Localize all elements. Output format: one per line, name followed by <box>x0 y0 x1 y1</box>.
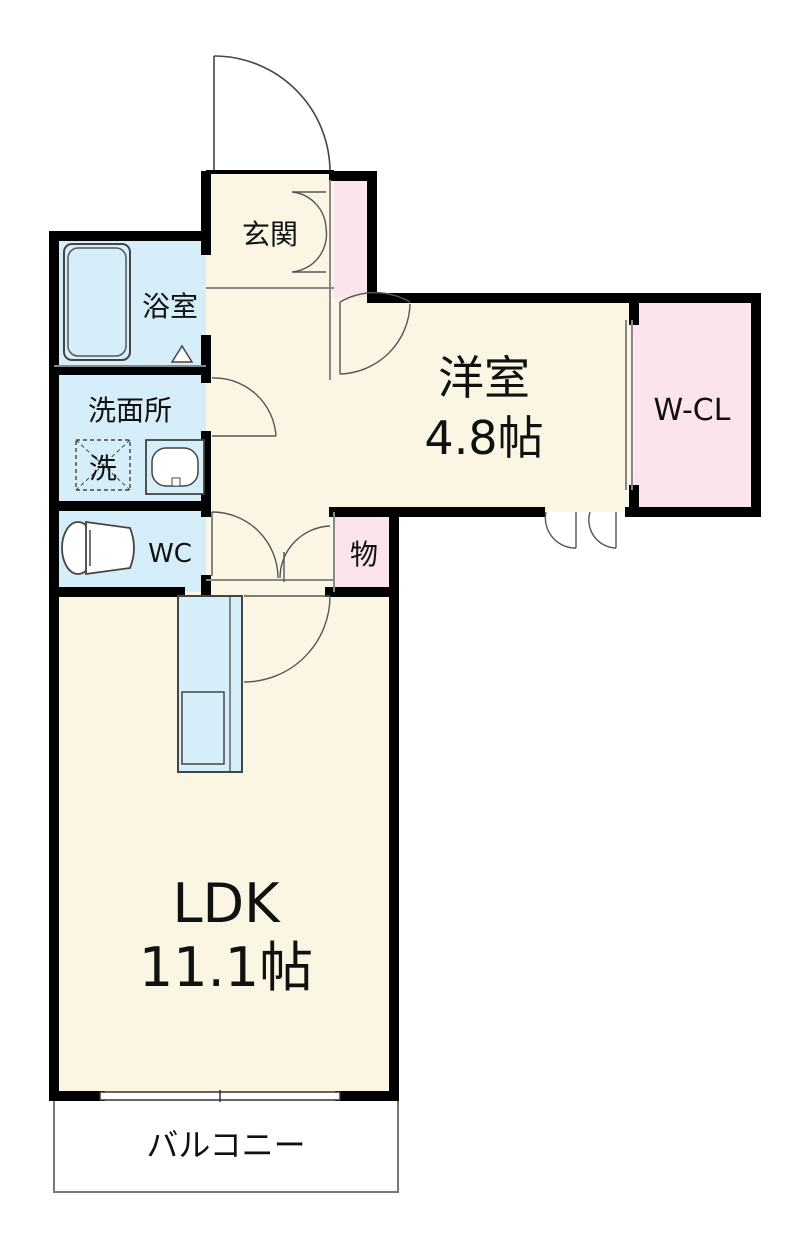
western-room-size: 4.8帖 <box>424 411 543 465</box>
storage-floor <box>334 512 394 592</box>
western-room-floor <box>334 298 634 512</box>
entrance-label: 玄関 <box>242 218 298 251</box>
washer-label: 洗 <box>89 452 117 485</box>
storage-label: 物 <box>350 538 378 571</box>
drain-icon <box>170 344 194 363</box>
walls <box>49 171 761 1101</box>
bathtub <box>63 243 131 361</box>
kitchen-counter <box>177 595 243 773</box>
washer-pan <box>75 439 131 491</box>
balcony-area <box>53 1095 399 1193</box>
ldk-size: 11.1帖 <box>139 936 313 999</box>
washroom-label: 洗面所 <box>88 394 172 427</box>
interior-doors <box>211 191 617 683</box>
sink-icon <box>145 439 205 495</box>
closet-floor <box>634 298 756 512</box>
entrance-door <box>206 55 334 174</box>
ldk-window <box>99 1090 341 1102</box>
toilet-label: WC <box>148 539 192 569</box>
hallway-floor <box>206 172 334 592</box>
balcony-label: バルコニー <box>146 1126 305 1164</box>
ldk-label: LDK <box>172 872 281 935</box>
bath-label: 浴室 <box>142 290 198 323</box>
toilet-icon <box>61 520 135 576</box>
western-room-label: 洋室 <box>438 351 530 405</box>
partitions <box>54 180 633 592</box>
shoe-closet-floor <box>334 176 372 298</box>
closet-label: W-CL <box>654 393 731 428</box>
